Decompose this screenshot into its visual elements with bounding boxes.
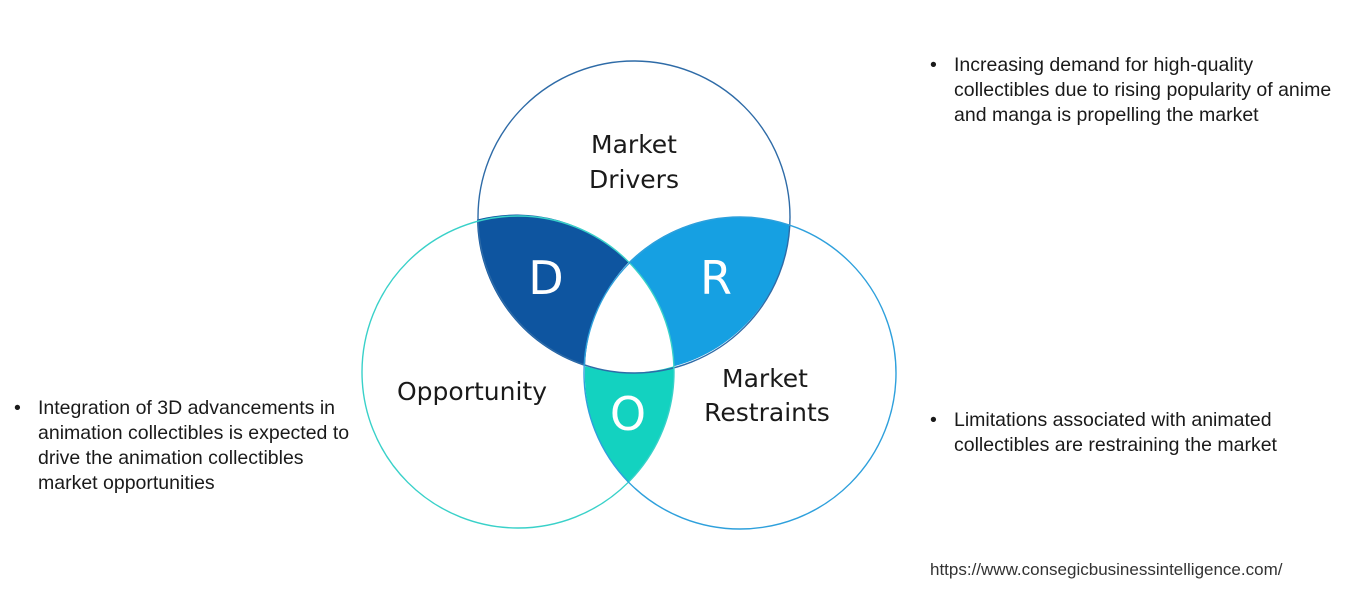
drivers-circle (477, 60, 791, 374)
drivers-note: • Increasing demand for high-quality col… (930, 53, 1340, 128)
drivers-label-line-2: Drivers (589, 165, 679, 194)
opportunity-label: Opportunity (397, 377, 547, 406)
bullet-icon: • (930, 54, 937, 76)
letter-r: R (700, 251, 732, 305)
opportunity-note-text: Integration of 3D advancements in animat… (38, 397, 350, 494)
opportunity-note: • Integration of 3D advancements in anim… (14, 396, 354, 496)
restraints-label-line-2: Restraints (704, 398, 830, 427)
intersection-r-region (628, 216, 790, 367)
restraints-note-text: Limitations associated with animated col… (954, 409, 1277, 456)
drivers-note-text: Increasing demand for high-quality colle… (954, 54, 1332, 126)
restraints-label-line-1: Market (722, 364, 808, 393)
restraints-circle (583, 216, 897, 530)
bullet-icon: • (930, 409, 937, 431)
source-url: https://www.consegicbusinessintelligence… (930, 560, 1283, 579)
restraints-note: • Limitations associated with animated c… (930, 408, 1340, 458)
drivers-label-line-1: Market (591, 130, 677, 159)
letter-d: D (528, 251, 563, 305)
letter-o: O (610, 387, 646, 441)
opportunity-circle (361, 215, 675, 529)
bullet-icon: • (14, 397, 21, 419)
